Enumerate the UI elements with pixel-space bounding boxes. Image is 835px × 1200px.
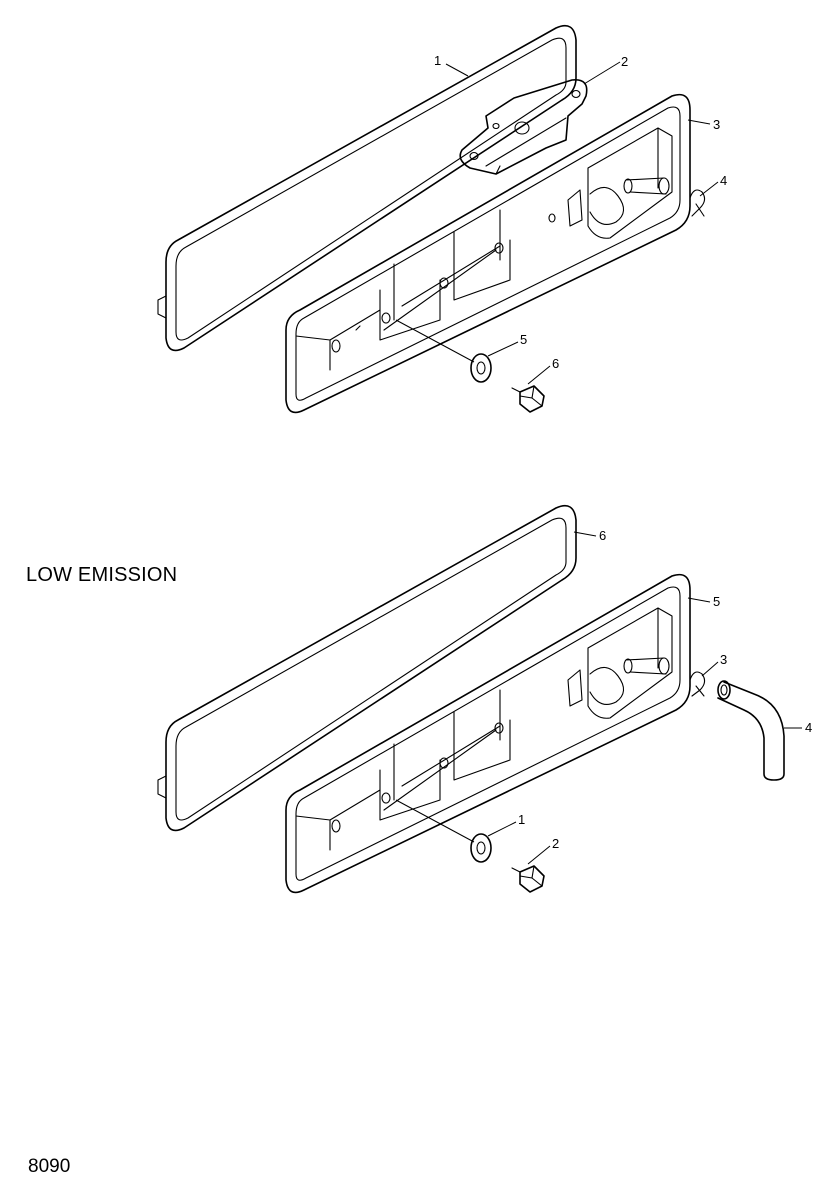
upper-callout-4: 4 <box>720 173 727 188</box>
lower-hose-clip <box>689 671 706 697</box>
lower-callout-1: 1 <box>518 812 525 827</box>
lower-callouts: 6 5 3 4 1 2 <box>395 528 812 865</box>
upper-callouts: 1 2 3 4 5 6 <box>395 53 727 385</box>
upper-washer <box>470 353 492 383</box>
upper-bracket-plate <box>459 79 588 175</box>
lower-callout-2: 2 <box>552 836 559 851</box>
lower-bolt <box>511 865 545 893</box>
lower-callout-6: 6 <box>599 528 606 543</box>
low-emission-label: LOW EMISSION <box>26 564 178 586</box>
upper-assembly: 1 2 3 4 5 6 <box>157 24 727 414</box>
upper-callout-5: 5 <box>520 332 527 347</box>
upper-callout-6: 6 <box>552 356 559 371</box>
upper-hose-clip <box>689 189 706 217</box>
lower-callout-3: 3 <box>720 652 727 667</box>
upper-rocker-cover <box>285 93 691 414</box>
page-code: 8090 <box>28 1156 71 1177</box>
lower-assembly: 6 5 3 4 1 2 <box>157 504 812 894</box>
upper-callout-2: 2 <box>621 54 628 69</box>
upper-callout-3: 3 <box>713 117 720 132</box>
lower-callout-4: 4 <box>805 720 812 735</box>
lower-gasket <box>157 504 577 832</box>
upper-gasket <box>157 24 577 352</box>
upper-bolt <box>511 385 545 413</box>
lower-rocker-cover <box>285 573 691 894</box>
lower-breather-hose <box>717 680 785 781</box>
lower-washer <box>470 833 492 863</box>
upper-callout-1: 1 <box>434 53 441 68</box>
lower-callout-5: 5 <box>713 594 720 609</box>
